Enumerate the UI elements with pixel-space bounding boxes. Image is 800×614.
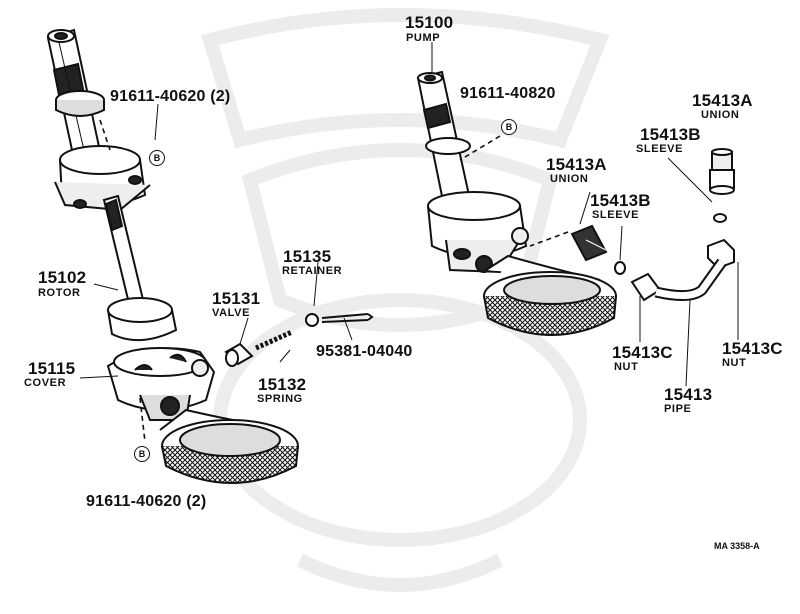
label-15413c-right-number: 15413C: [722, 339, 783, 358]
label-15100-name: PUMP: [406, 32, 441, 44]
right-dashed-guides: [459, 135, 569, 247]
label-15413b-mid-name: SLEEVE: [592, 209, 640, 221]
label-15413a-top-number: 15413A: [692, 91, 753, 110]
left-dashed-guides: [99, 119, 146, 443]
relief-valve-group: [224, 313, 374, 367]
label-15135-number: 15135: [283, 247, 332, 266]
label-15135-name: RETAINER: [282, 265, 343, 277]
left-pump-shaft: [46, 28, 106, 180]
label-15413c-left-name: NUT: [614, 361, 639, 373]
left-pump-body-upper: [54, 145, 151, 212]
label-15413-number: 15413: [664, 385, 713, 404]
label-15413a-mid-number: 15413A: [546, 155, 607, 174]
right-pump-shaft: [416, 70, 472, 208]
label-15413a-top-name: UNION: [701, 109, 740, 121]
left-cover-housing: [106, 347, 216, 435]
label-15131-name: VALVE: [212, 307, 251, 319]
label-15413b-top-number: 15413B: [640, 125, 701, 144]
label-15115-number: 15115: [28, 359, 76, 378]
right-leader-lines: [431, 42, 739, 387]
label-91611-40620-top-number: 91611-40620 (2): [110, 88, 231, 105]
label-15413c-right-name: NUT: [722, 357, 747, 369]
right-strainer: [483, 254, 617, 336]
label-15413b-top-name: SLEEVE: [636, 143, 684, 155]
label-15413c-left-number: 15413C: [612, 343, 673, 362]
bolt-callout-b-top-left: B: [149, 150, 165, 166]
label-15413b-mid-number: 15413B: [590, 191, 651, 210]
label-15132-name: SPRING: [257, 393, 303, 405]
label-15413-name: PIPE: [664, 403, 692, 415]
left-strainer: [159, 408, 299, 484]
label-15100-number: 15100: [405, 13, 454, 32]
right-pump-body: [426, 191, 529, 274]
label-15131-number: 15131: [212, 289, 261, 308]
figure-code: MA 3358-A: [714, 541, 760, 551]
union-sleeve-group: [570, 148, 735, 275]
left-rotor-shaft: [102, 194, 178, 342]
oil-pipe: [630, 258, 727, 302]
label-15132-number: 15132: [258, 375, 307, 394]
bolt-callout-b-right: B: [501, 119, 517, 135]
label-15102-number: 15102: [38, 268, 87, 287]
label-91611-40620-bottom-number: 91611-40620 (2): [86, 493, 207, 510]
label-91611-40820-number: 91611-40820: [460, 85, 556, 102]
bolt-callout-b-bottom-left: B: [134, 446, 150, 462]
label-15115-name: COVER: [24, 377, 67, 389]
label-95381-04040-number: 95381-04040: [316, 343, 413, 360]
label-15102-name: ROTOR: [38, 287, 81, 299]
label-15413a-mid-name: UNION: [550, 173, 589, 185]
left-leader-lines: [79, 103, 353, 379]
